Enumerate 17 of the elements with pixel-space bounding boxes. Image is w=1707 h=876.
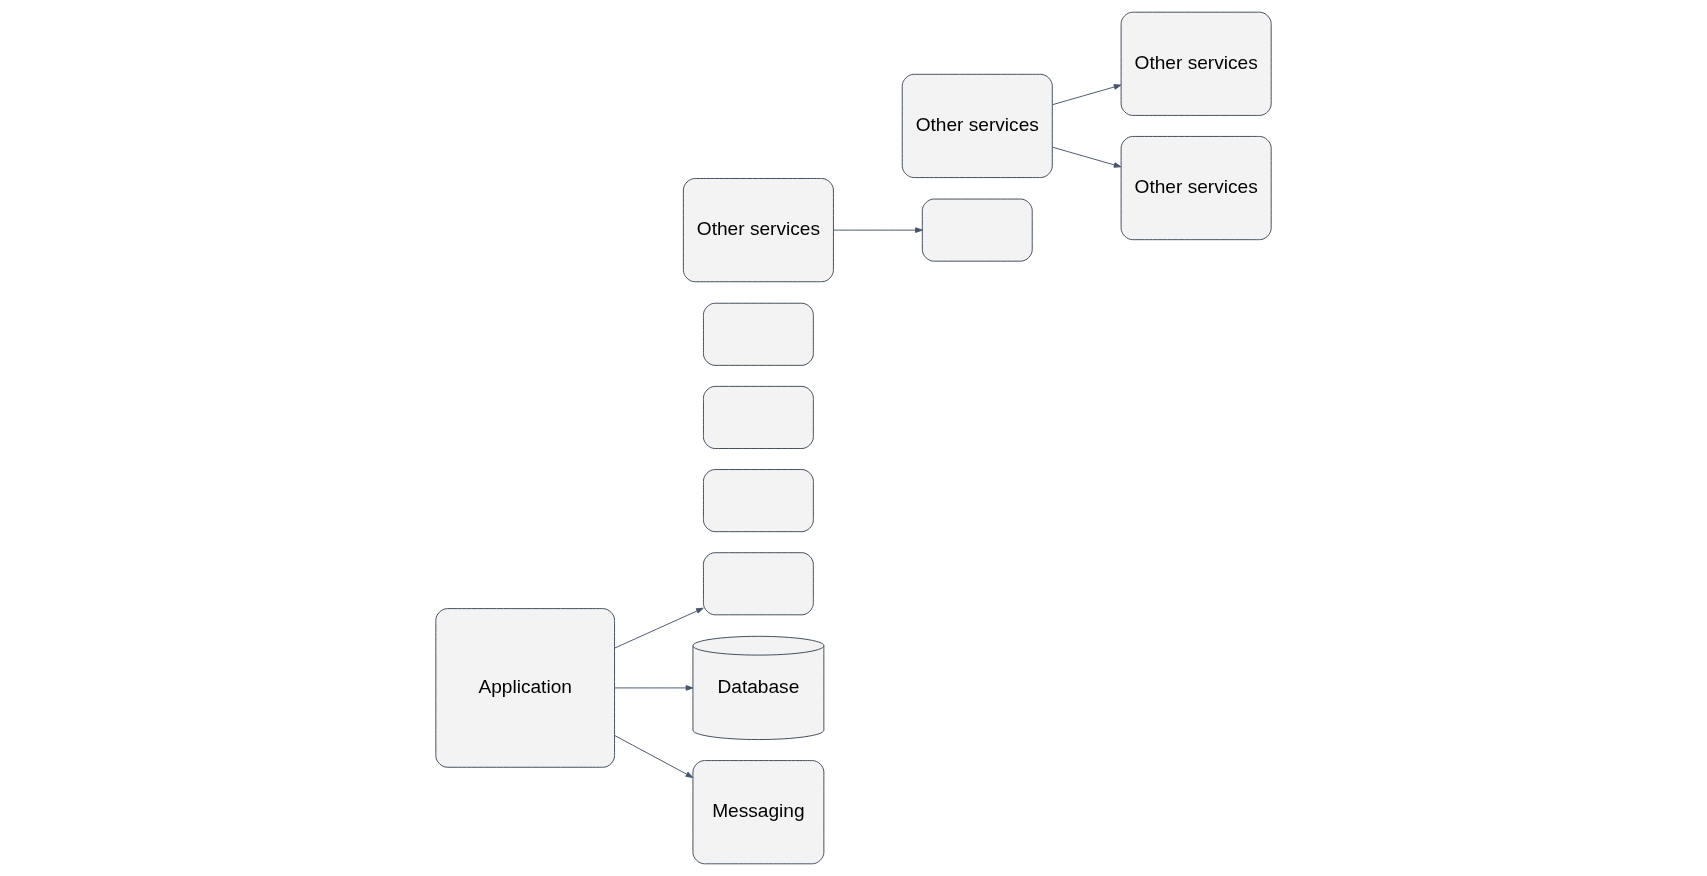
- node-box: Application: [435, 608, 616, 768]
- arrow: [1052, 84, 1122, 106]
- node-box: [921, 198, 1033, 262]
- node-box: Other services: [682, 178, 834, 283]
- node-box: Messaging: [692, 760, 825, 865]
- arrow: [614, 734, 694, 778]
- arrow: [614, 685, 694, 691]
- arrow: [614, 607, 704, 649]
- node-box: [702, 385, 814, 449]
- arrow: [1052, 146, 1122, 168]
- node-box: [702, 469, 814, 533]
- node-box: [702, 302, 814, 366]
- node-box: Other services: [901, 73, 1053, 179]
- node-box: Other services: [1120, 11, 1272, 116]
- arrow: [833, 227, 923, 233]
- node-box: [702, 552, 814, 616]
- node-box: Other services: [1120, 135, 1272, 241]
